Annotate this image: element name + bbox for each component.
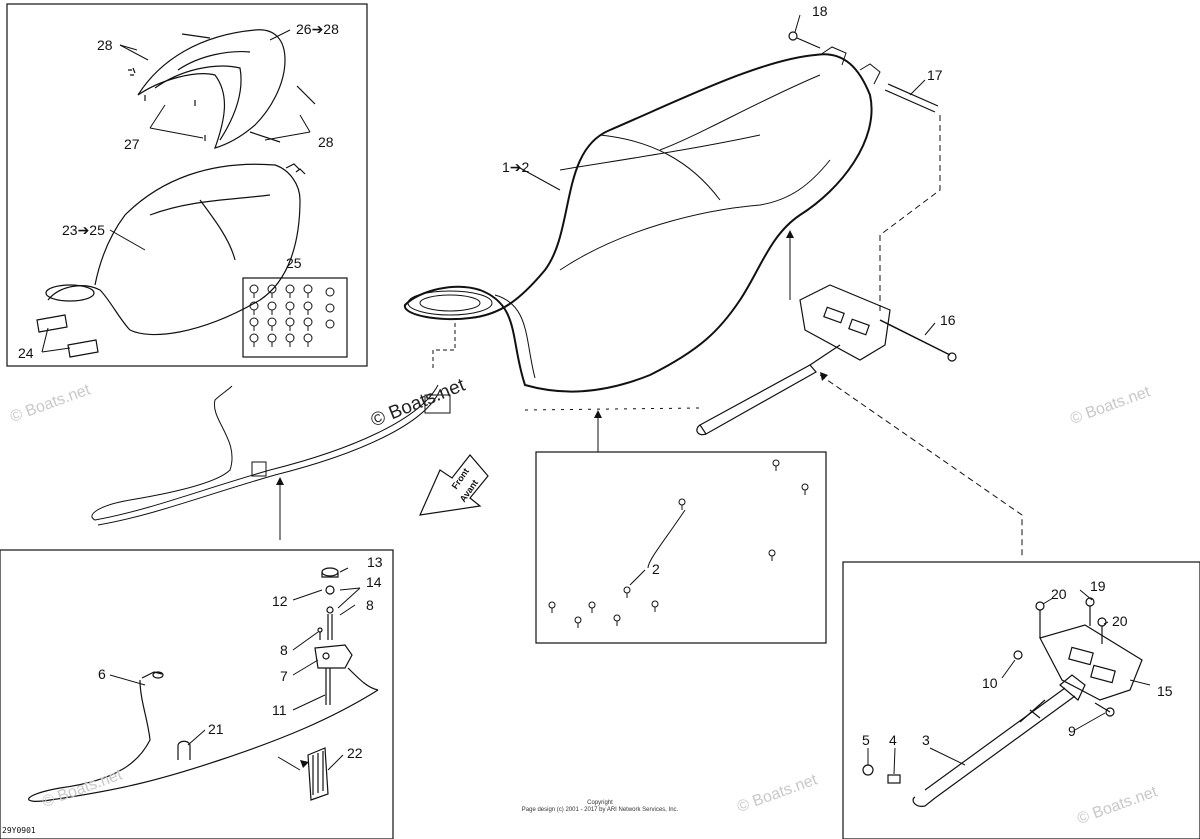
main-seat — [404, 53, 873, 393]
callout-10: 10 — [982, 675, 998, 691]
latch-cable-upper — [91, 384, 451, 526]
copyright-line2: Page design (c) 2001 - 2017 by ARI Netwo… — [521, 807, 679, 813]
callout-2: 2 — [652, 561, 660, 577]
callout-12: 12 — [272, 593, 288, 609]
callout-1-2: 1➔2 — [502, 159, 530, 175]
callout-24: 24 — [18, 345, 34, 361]
callout-19: 19 — [1090, 578, 1106, 594]
callout-26-28: 26➔28 — [296, 21, 339, 37]
seat-support-parts — [862, 597, 1143, 807]
callout-8-right: 8 — [366, 597, 374, 613]
callout-20-right: 20 — [1112, 613, 1128, 629]
latch-mechanism-parts — [28, 567, 379, 802]
callout-4: 4 — [889, 732, 897, 748]
callout-21: 21 — [208, 721, 224, 737]
callout-15: 15 — [1157, 683, 1173, 699]
front-direction-arrow — [419, 454, 489, 516]
callout-6: 6 — [98, 666, 106, 682]
inset-box-seat-support — [842, 561, 1200, 839]
callout-3: 3 — [922, 732, 930, 748]
callout-14: 14 — [366, 574, 382, 590]
callout-20-top: 20 — [1051, 586, 1067, 602]
callout-9: 9 — [1068, 723, 1076, 739]
callout-17: 17 — [927, 67, 943, 83]
callout-25: 25 — [286, 255, 302, 271]
callout-11: 11 — [272, 702, 287, 718]
callout-18: 18 — [812, 3, 828, 19]
callout-28-top: 28 — [97, 37, 113, 53]
callout-22: 22 — [347, 745, 363, 761]
callout-7: 7 — [280, 668, 288, 684]
callout-16: 16 — [940, 312, 956, 328]
callout-28-bottom: 28 — [318, 134, 334, 150]
copyright-line1: Copyright — [587, 800, 613, 806]
callout-5: 5 — [862, 732, 870, 748]
gas-strut-upper — [696, 344, 841, 436]
leader-lines — [41, 14, 1151, 775]
callout-13: 13 — [367, 554, 383, 570]
inset-box-latch-mechanism — [0, 549, 394, 839]
inset-box-grommets — [535, 451, 827, 644]
grommet-parts — [548, 459, 809, 628]
callout-23-25: 23➔25 — [62, 222, 105, 238]
callout-8-left: 8 — [280, 642, 288, 658]
seat-cover-parts — [36, 29, 316, 358]
fastener-grid — [249, 284, 335, 347]
support-plate-upper — [799, 284, 891, 361]
callout-27: 27 — [124, 136, 140, 152]
inset-box-fasteners — [242, 277, 348, 358]
diagram-code: 29Y0901 — [2, 826, 36, 835]
inset-box-seat-cover — [6, 3, 368, 367]
